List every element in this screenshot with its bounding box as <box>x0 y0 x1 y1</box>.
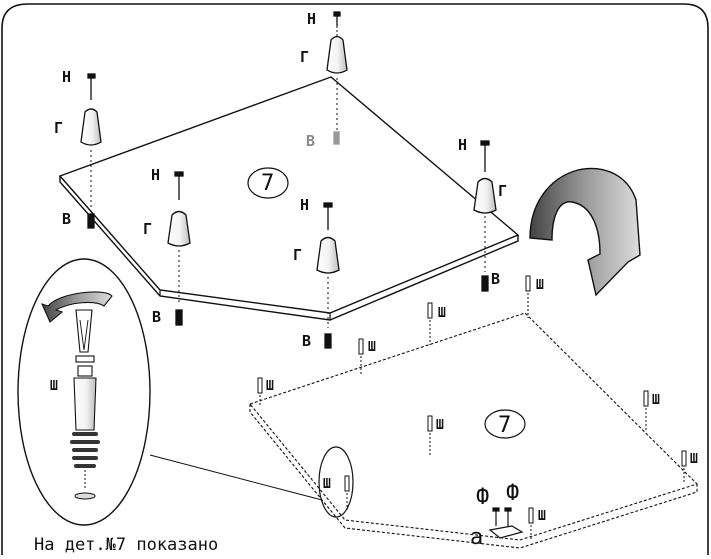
screw <box>643 390 649 432</box>
caption-text: На дет.№7 показано <box>34 535 219 555</box>
label-part-a: а <box>470 525 483 550</box>
label-screw: Ш <box>438 306 446 321</box>
part-number-circle <box>247 167 289 199</box>
label-nut: Н <box>151 166 160 184</box>
label-pin: Ф <box>506 481 519 506</box>
label-screw: Ш <box>436 418 444 433</box>
label-bolt: В <box>306 132 315 150</box>
label-bolt: В <box>152 308 161 326</box>
label-screw: Ш <box>266 379 274 394</box>
label-bolt: В <box>302 332 311 350</box>
screw <box>427 415 433 455</box>
screw <box>257 377 263 405</box>
pins <box>488 507 524 539</box>
screws <box>257 275 687 540</box>
label-nut: Н <box>458 136 467 154</box>
label-nut: Н <box>300 196 309 214</box>
screw <box>525 275 531 318</box>
label-screw: Ш <box>652 393 660 408</box>
label-nut: Н <box>307 10 316 28</box>
top-panel <box>58 76 520 321</box>
labels: Н Г В Н Г В Н Г В Н Г В Н Г В 7 7 Ш Ш Ш … <box>50 10 698 550</box>
block-a <box>488 525 524 539</box>
page-frame <box>1 3 709 555</box>
label-bolt: В <box>62 210 71 228</box>
zoom-source-circle <box>318 446 354 518</box>
label-cap: Г <box>293 246 302 264</box>
fastener-top-center <box>326 11 348 145</box>
label-cap: Г <box>54 119 63 137</box>
fastener-groups <box>80 11 497 349</box>
screw <box>344 475 350 510</box>
fastener-left <box>80 73 102 229</box>
label-screw: Ш <box>536 278 544 293</box>
part-number-circle-bottom <box>484 409 526 439</box>
label-nut: Н <box>62 68 71 86</box>
part-number: 7 <box>498 413 511 438</box>
screw <box>427 302 433 345</box>
screw <box>528 507 534 540</box>
part-number: 7 <box>261 171 274 196</box>
bottom-panel <box>249 312 699 549</box>
screw <box>358 338 364 376</box>
label-screw: Ш <box>368 340 376 355</box>
fastener-center <box>316 202 340 349</box>
label-cap: Г <box>143 220 152 238</box>
label-bolt: В <box>491 270 500 288</box>
label-cap: Г <box>300 48 309 66</box>
label-screw: Ш <box>323 477 331 492</box>
screw <box>681 450 687 483</box>
fastener-right <box>473 140 497 292</box>
label-cap: Г <box>498 182 507 200</box>
flip-arrow <box>529 167 641 297</box>
label-screw: Ш <box>538 509 546 524</box>
fastener-center-left <box>167 171 191 326</box>
label-screw: Ш <box>50 379 58 394</box>
zoom-inset <box>17 258 354 526</box>
label-pin: Ф <box>476 485 489 510</box>
label-screw: Ш <box>690 452 698 467</box>
